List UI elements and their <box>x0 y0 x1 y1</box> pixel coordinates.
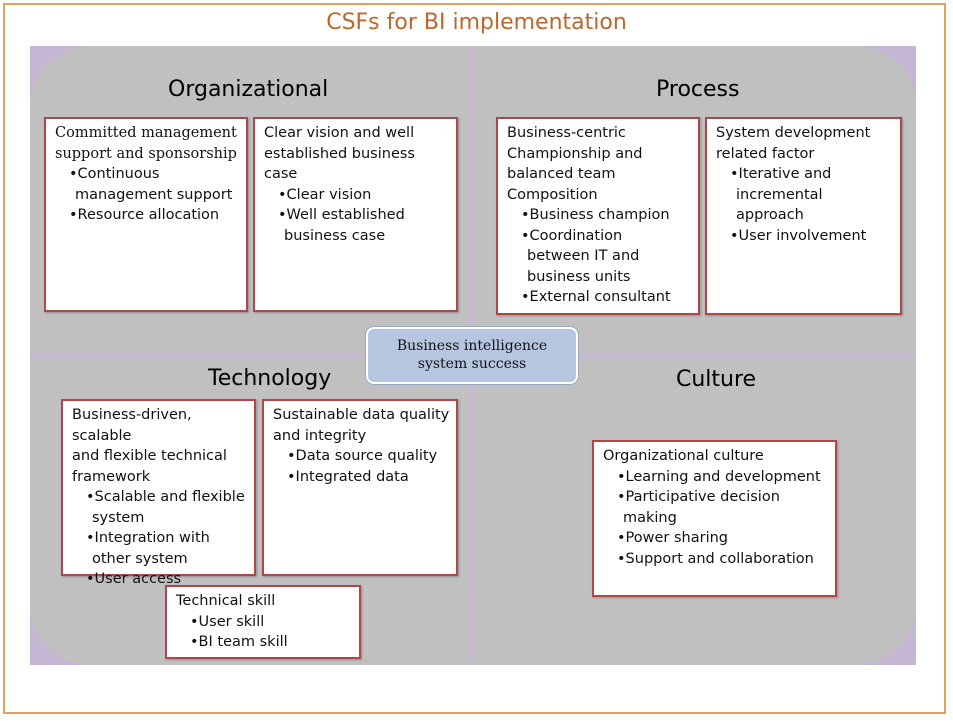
csf-box-technical-framework: Business-driven, scalable and flexible t… <box>61 399 256 587</box>
csf-item: •Data source quality <box>287 448 438 464</box>
csf-box-heading: Business-centric <box>507 125 626 141</box>
csf-box-heading: Championship and <box>507 145 643 162</box>
csf-item: system <box>92 509 145 526</box>
csf-box-heading: System development <box>716 125 871 141</box>
csf-item: incremental approach <box>736 186 823 224</box>
csf-item: business units <box>527 268 631 285</box>
csf-item: making <box>623 509 677 526</box>
csf-item: •Support and collaboration <box>617 550 814 567</box>
csf-box-heading: Committed management <box>55 125 237 141</box>
csf-item: •Power sharing <box>617 530 729 546</box>
quadrant-title-technology: Technology <box>208 366 332 391</box>
csf-box-heading: and integrity <box>273 427 367 444</box>
csf-item: •Iterative and <box>730 166 832 182</box>
csf-box-heading: related factor <box>716 145 815 162</box>
csf-box-data-quality: Sustainable data quality and integrity •… <box>262 399 458 576</box>
csf-box-heading: framework <box>72 468 151 485</box>
quadrant-title-process: Process <box>656 77 740 102</box>
quadrant-title-organizational: Organizational <box>168 77 329 102</box>
csf-box-heading: and flexible technical <box>72 448 227 464</box>
csf-item: other system <box>92 550 188 567</box>
center-node-line: system success <box>417 356 527 372</box>
csf-box-heading: Business-driven, scalable <box>72 407 192 444</box>
csf-box-clear-vision: Clear vision and well established busine… <box>253 117 458 312</box>
csf-box-heading: Sustainable data quality <box>273 407 450 423</box>
csf-item: •Business champion <box>521 207 670 223</box>
csf-item: between IT and <box>527 248 640 264</box>
csf-item: •Participative decision <box>617 489 780 505</box>
center-node-line: Business intelligence <box>396 338 548 354</box>
csf-item: •External consultant <box>521 289 671 305</box>
csf-item: •Learning and development <box>617 468 821 485</box>
csf-item: •Well established <box>278 207 405 223</box>
csf-item: management support <box>75 186 233 203</box>
csf-box-heading: balanced team <box>507 166 616 182</box>
csf-item: •BI team skill <box>190 634 288 650</box>
csf-box-business-championship: Business-centric Championship and balanc… <box>496 117 700 315</box>
csf-item: •Clear vision <box>278 186 372 203</box>
csf-item: •Scalable and flexible <box>86 489 245 505</box>
csf-item: •User skill <box>190 613 265 630</box>
csf-item: •Coordination <box>521 227 623 244</box>
csf-box-management-support: Committed management support and sponsor… <box>44 117 248 312</box>
csf-box-technical-skill: Technical skill •User skill •BI team ski… <box>165 585 361 659</box>
center-node-bi-success: Business intelligence system success <box>366 327 578 384</box>
csf-box-heading: Technical skill <box>176 593 276 609</box>
csf-box-organizational-culture: Organizational culture •Learning and dev… <box>592 440 837 597</box>
csf-item: business case <box>284 227 386 244</box>
csf-item: •Integrated data <box>287 468 409 485</box>
csf-box-heading: Composition <box>507 186 598 203</box>
csf-item: •Integration with <box>86 530 210 546</box>
csf-box-heading: support and sponsorship <box>55 145 237 162</box>
quadrant-title-culture: Culture <box>676 367 757 392</box>
csf-item: •User involvement <box>730 227 867 244</box>
csf-item: •Continuous <box>69 166 160 182</box>
csf-box-system-development: System development related factor •Itera… <box>705 117 902 315</box>
csf-box-heading: Clear vision and well <box>264 125 415 141</box>
csf-box-heading: established business case <box>264 145 415 183</box>
diagram-title: CSFs for BI implementation <box>326 10 627 35</box>
csf-item: •User access <box>86 571 182 587</box>
outer-frame <box>3 3 946 714</box>
csf-item: •Resource allocation <box>69 207 220 223</box>
csf-box-heading: Organizational culture <box>603 448 764 464</box>
